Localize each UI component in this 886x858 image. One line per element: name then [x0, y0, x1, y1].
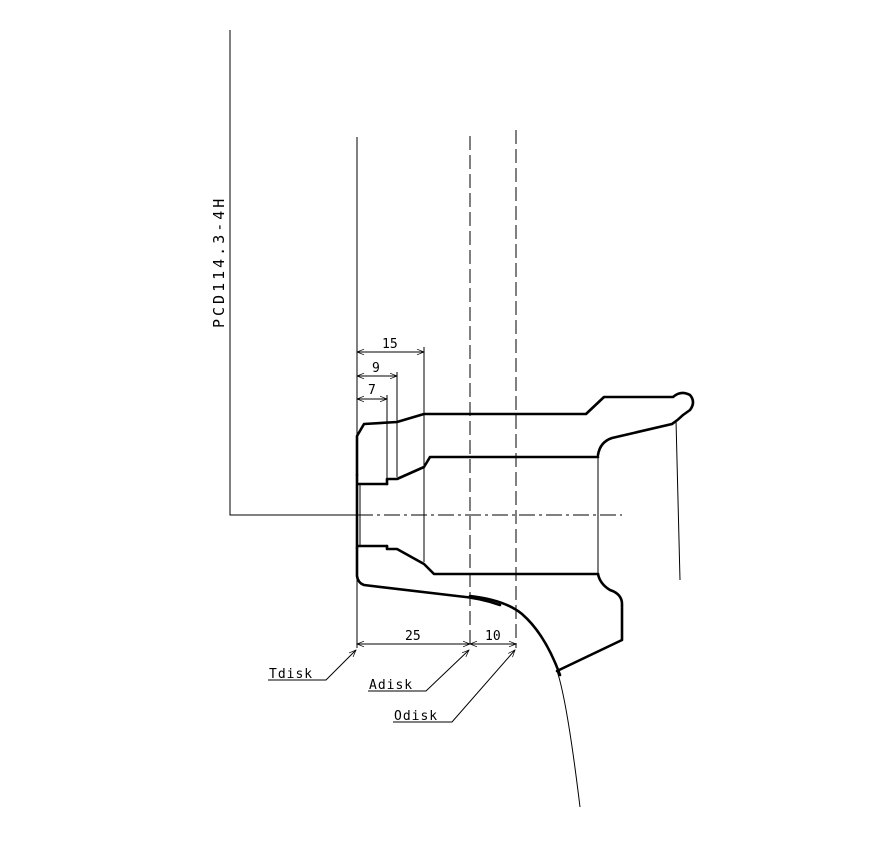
dimension-label-7: 7 [368, 383, 376, 398]
pcd-reference-line [229, 30, 357, 516]
odisk-leader [393, 649, 516, 723]
odisk-label: Odisk [394, 709, 438, 724]
dimension-label-9: 9 [372, 361, 380, 376]
hub-lower-flange [355, 546, 624, 673]
hub-inner-bore-top [385, 455, 600, 486]
dimension-label-15: 15 [382, 337, 398, 352]
disk-outer-line [556, 670, 581, 808]
disk-curve [468, 594, 562, 677]
rim-flange-line [675, 419, 681, 581]
adisk-leader [368, 649, 470, 692]
dimension-label-25: 25 [405, 629, 421, 644]
dimension-label-10: 10 [485, 629, 501, 644]
hub-bore-front [355, 473, 389, 550]
tdisk-leader [268, 649, 357, 681]
hub-outer-profile [355, 391, 695, 477]
adisk-label: Adisk [369, 678, 413, 693]
pcd-label: PCD114.3-4H [210, 196, 228, 328]
hub-inner-bore-bottom [385, 544, 600, 576]
tdisk-label: Tdisk [269, 667, 313, 682]
